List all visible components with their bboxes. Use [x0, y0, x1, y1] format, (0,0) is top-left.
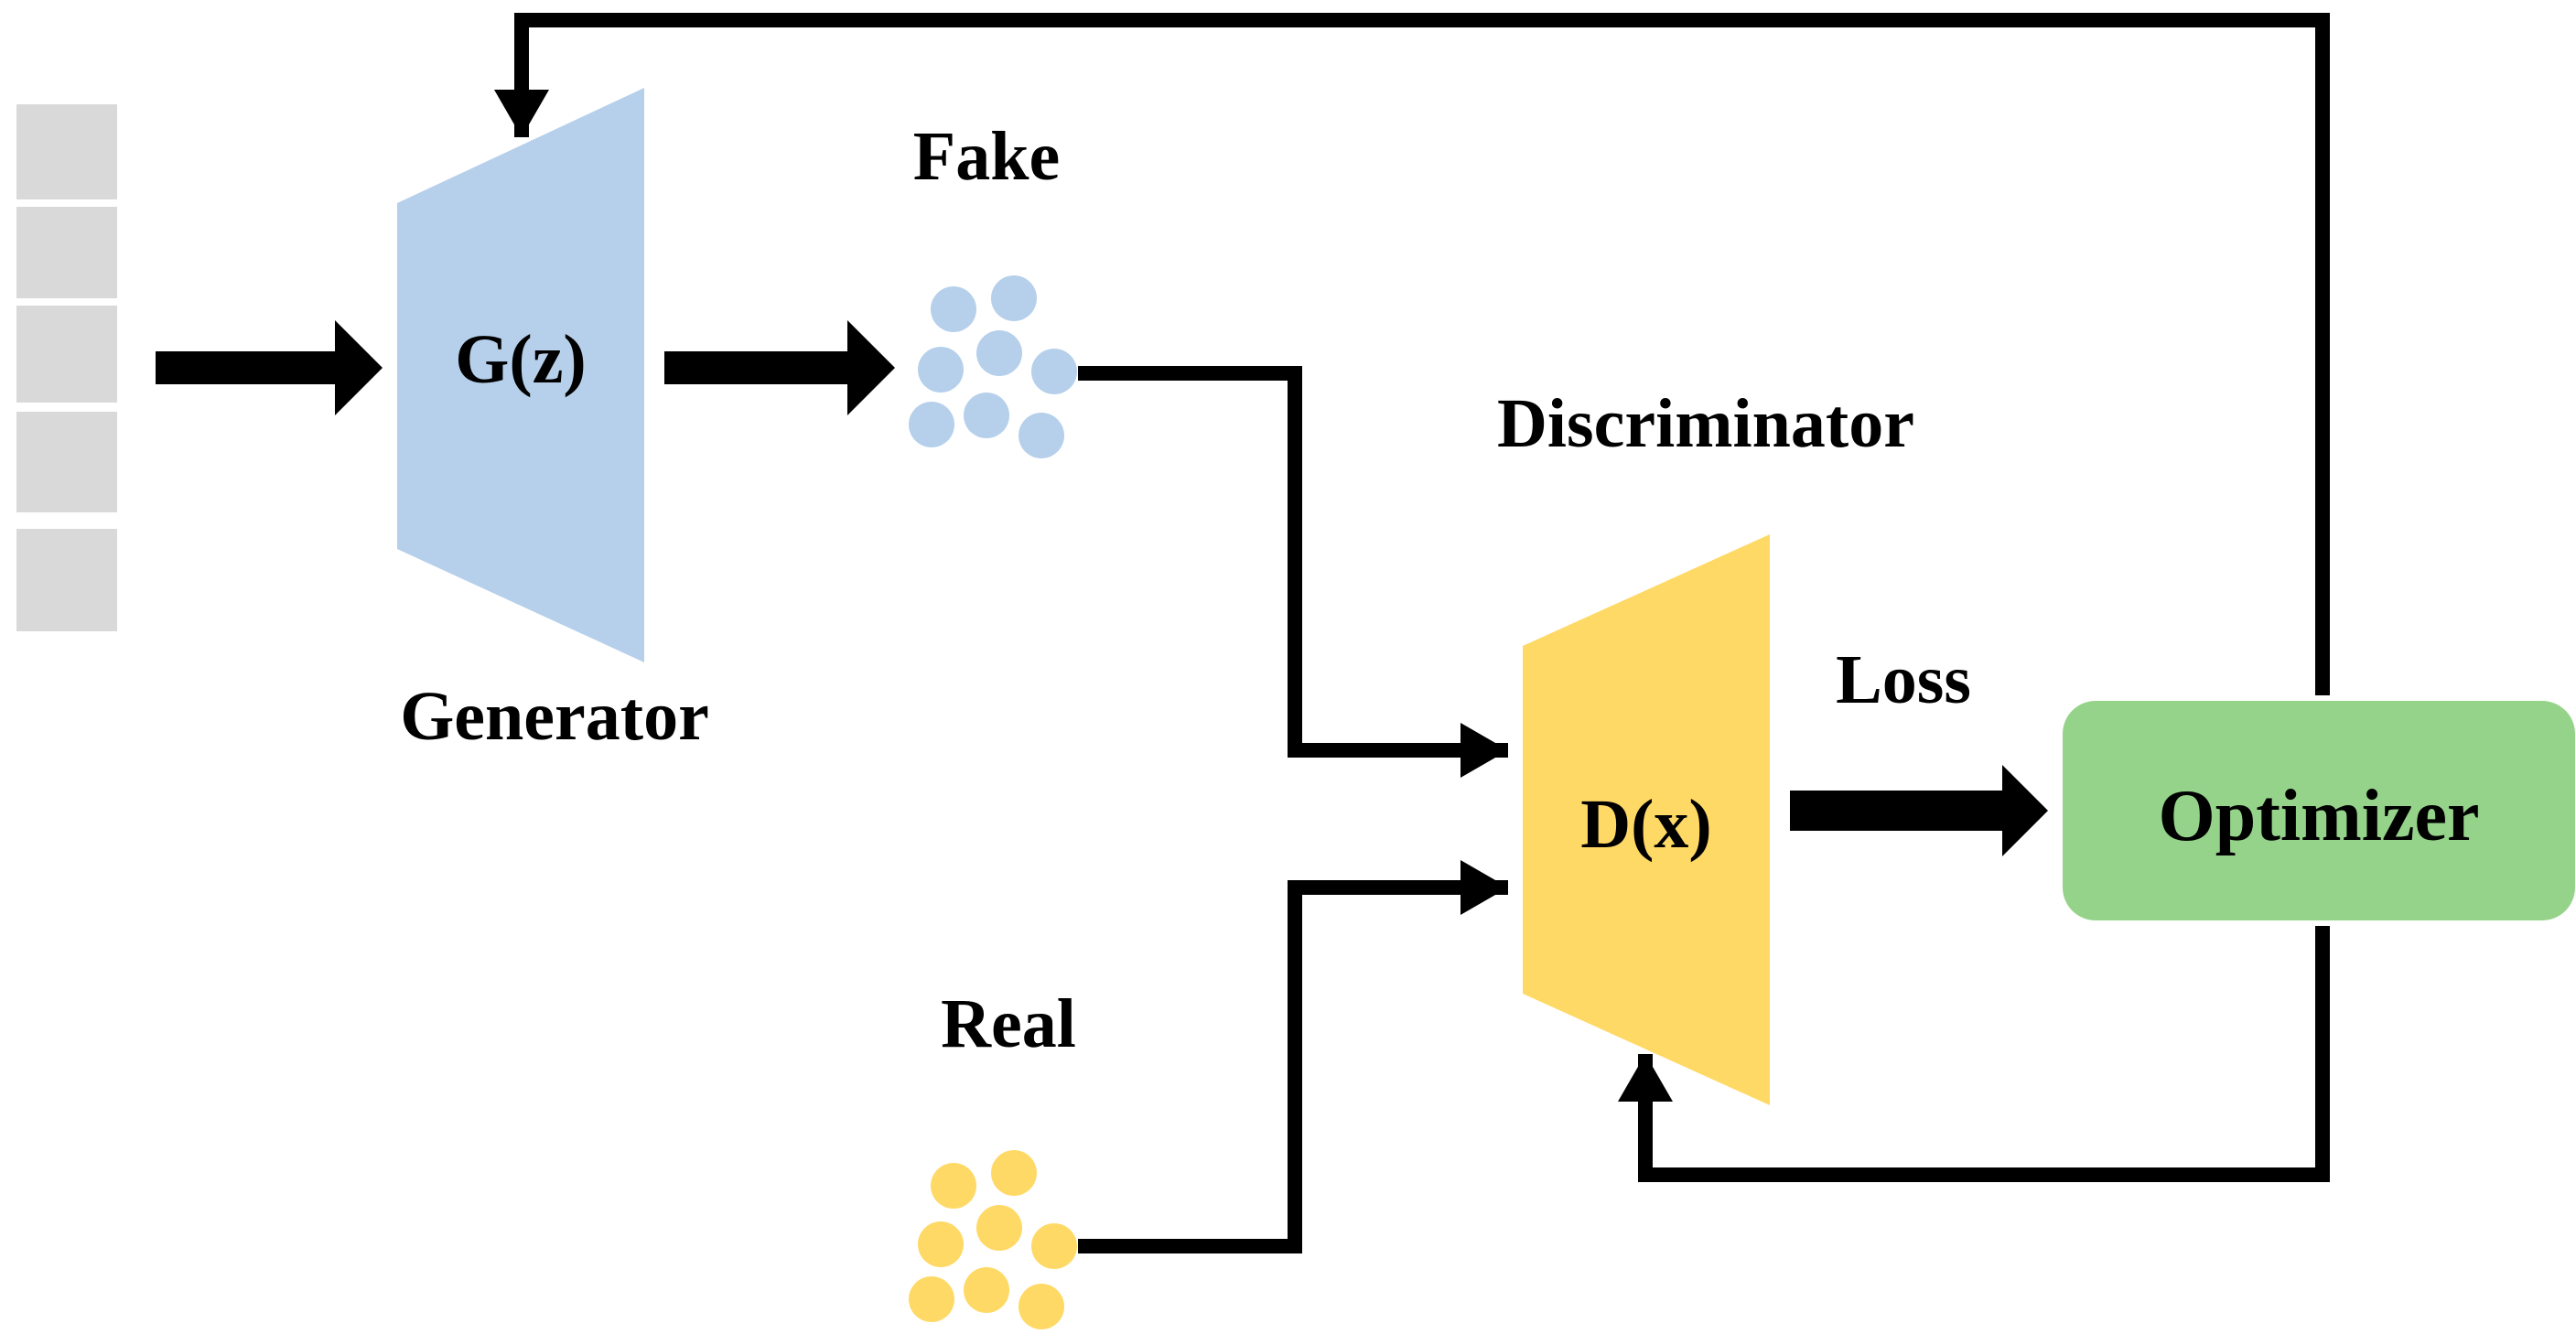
real-sample-dot	[1019, 1284, 1064, 1329]
fake-sample-dot	[976, 330, 1022, 376]
fake-sample-dot	[1019, 413, 1064, 458]
fake-sample-dot	[909, 402, 954, 447]
real-to-discriminator-connector	[1078, 860, 1508, 1253]
generator-shape	[397, 88, 644, 662]
optimizer-label: Optimizer	[2159, 776, 2480, 856]
optimizer-to-discriminator-feedback	[1618, 926, 2330, 1182]
loss-arrow	[1790, 765, 2048, 856]
noise-block	[16, 104, 117, 199]
discriminator-shape	[1523, 534, 1770, 1105]
fake-to-discriminator-connector	[1078, 366, 1508, 778]
fake-sample-dot	[991, 275, 1037, 321]
noise-block	[16, 529, 117, 631]
noise-block	[16, 207, 117, 298]
noise-to-generator-arrow	[156, 320, 383, 415]
real-sample-dot	[931, 1163, 976, 1209]
generator-formula: G(z)	[455, 321, 586, 398]
real-samples-icon	[909, 1150, 1077, 1329]
fake-sample-dot	[964, 393, 1009, 438]
real-sample-dot	[918, 1221, 964, 1267]
fake-sample-dot	[931, 286, 976, 332]
noise-block	[16, 412, 117, 512]
optimizer-box	[2063, 701, 2575, 920]
fake-sample-dot	[1031, 349, 1077, 394]
optimizer-to-generator-feedback	[494, 13, 2330, 695]
real-sample-dot	[909, 1276, 954, 1322]
real-sample-dot	[1031, 1223, 1077, 1269]
fake-samples-icon	[909, 275, 1077, 458]
generator-label: Generator	[400, 678, 709, 755]
real-sample-dot	[991, 1150, 1037, 1196]
fake-label: Fake	[913, 118, 1060, 195]
real-sample-dot	[976, 1205, 1022, 1251]
noise-block	[16, 306, 117, 403]
real-label: Real	[941, 985, 1076, 1062]
generator-to-fake-arrow	[664, 320, 895, 415]
real-sample-dot	[964, 1267, 1009, 1313]
discriminator-label: Discriminator	[1497, 385, 1914, 462]
noise-vector-icon	[16, 104, 117, 631]
fake-sample-dot	[918, 347, 964, 393]
loss-label: Loss	[1836, 641, 1971, 718]
discriminator-formula: D(x)	[1580, 786, 1712, 863]
